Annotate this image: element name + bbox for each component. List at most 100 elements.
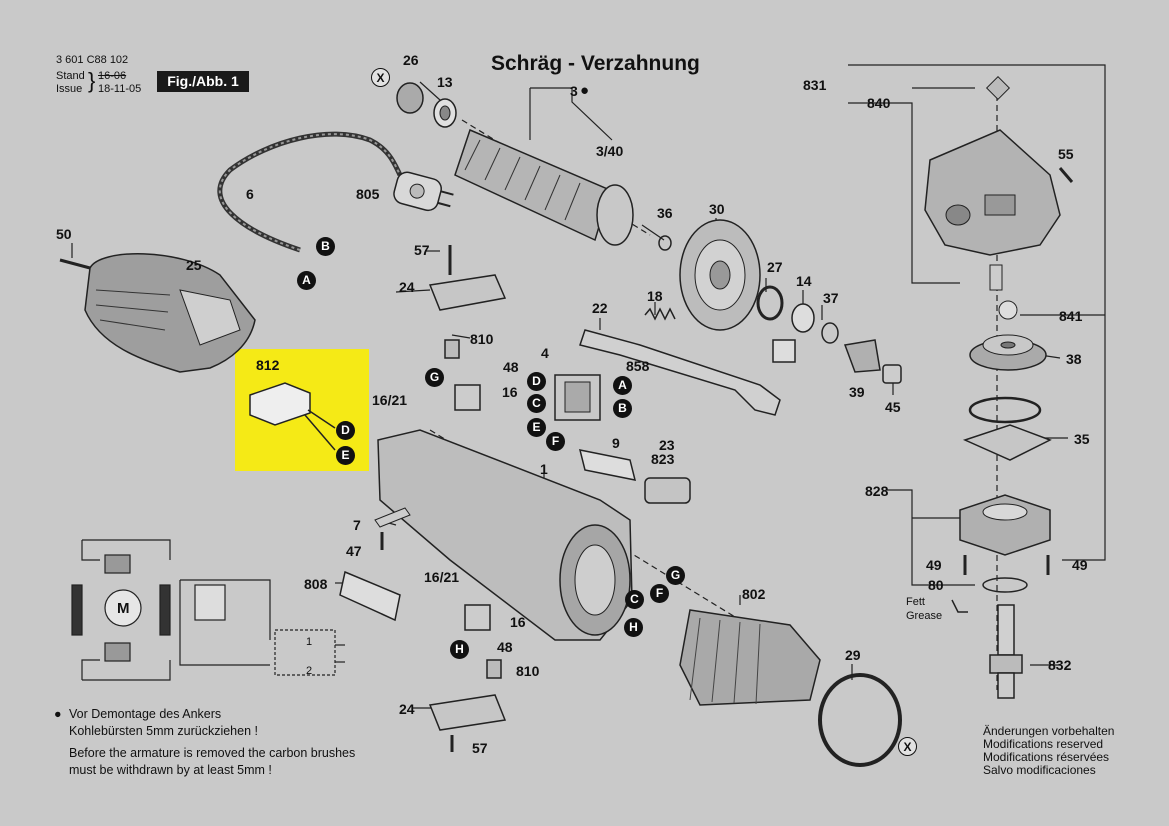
label-9: 9 (612, 435, 620, 451)
note-de-line2: Kohlebürsten 5mm zurückziehen ! (69, 724, 258, 738)
label-812: 812 (256, 357, 280, 373)
switch-block-4 (554, 374, 601, 421)
housing-25 (84, 253, 256, 373)
marker-c-stator: C (625, 590, 644, 609)
date-brace: } (88, 68, 96, 93)
grease-en: Grease (906, 610, 943, 622)
circuit-diagram (71, 539, 345, 681)
diagram-title: Schräg - Verzahnung (491, 52, 700, 75)
screw-50 (59, 258, 91, 270)
part-7 (374, 507, 411, 528)
bevel-gear-38 (969, 334, 1047, 371)
fig-label: Fig./Abb. 1 (157, 71, 249, 92)
label-840: 840 (867, 95, 891, 111)
air-guide-29 (818, 673, 902, 767)
label-823: 823 (651, 451, 675, 467)
gear-housing-1 (377, 429, 633, 641)
marker-b-switch: B (613, 399, 632, 418)
label-24-upper: 24 (399, 279, 415, 295)
label-39: 39 (849, 384, 865, 400)
marker-c-switch: C (527, 394, 546, 413)
label-16-21-upper: 16/21 (372, 392, 408, 408)
label-48-lower: 48 (497, 639, 513, 655)
label-18: 18 (647, 288, 663, 304)
brush-810-upper (444, 339, 460, 359)
label-27: 27 (767, 259, 783, 275)
label-23: 23 (659, 437, 675, 453)
nut-45 (882, 364, 902, 384)
mod-fr: Modifications réservées (983, 750, 1110, 764)
label-25: 25 (186, 257, 202, 273)
label-14: 14 (796, 273, 812, 289)
label-16-lower: 16 (510, 614, 526, 630)
circuit-label-2: 2 (306, 665, 313, 677)
label-828: 828 (865, 483, 889, 499)
washer-80 (982, 577, 1028, 593)
marker-f-switch: F (546, 432, 565, 451)
note-en-line2: must be withdrawn by at least 5mm ! (69, 763, 272, 777)
label-80: 80 (928, 577, 944, 593)
bracket-831 (848, 64, 1106, 561)
label-24-lower: 24 (399, 701, 415, 717)
marker-f-stator: F (650, 584, 669, 603)
label-29: 29 (845, 647, 861, 663)
pinion-39 (843, 339, 881, 373)
circuit-label-1: 1 (306, 636, 313, 648)
grease-de: Fett (906, 596, 925, 608)
brush-810-lower (486, 659, 502, 679)
label-48-upper: 48 (503, 359, 519, 375)
armature-3 (454, 128, 634, 246)
label-3: 3 (570, 83, 578, 99)
label-22: 22 (592, 300, 608, 316)
brush-cover-24-lower (428, 694, 507, 731)
label-831: 831 (803, 77, 827, 93)
label-38: 38 (1066, 351, 1082, 367)
marker-b-cable: B (316, 237, 335, 256)
plug-805 (393, 171, 454, 212)
marker-d-812: D (336, 421, 355, 440)
marker-a-cable: A (297, 271, 316, 290)
brush-holder-16-upper (454, 384, 481, 411)
marker-a-switch: A (613, 376, 632, 395)
part-823 (644, 477, 691, 504)
label-50: 50 (56, 226, 72, 242)
label-805: 805 (356, 186, 380, 202)
marker-x-bottom: X (898, 737, 917, 756)
stand-label: Stand (56, 70, 85, 82)
armature-note-dot: ● (580, 82, 590, 99)
brush-holder-16-lower (464, 604, 491, 631)
new-date: 18-11-05 (98, 83, 142, 95)
label-4: 4 (541, 345, 549, 361)
label-16-upper: 16 (502, 384, 518, 400)
part-812 (249, 382, 336, 451)
mod-de: Änderungen vorbehalten (983, 724, 1115, 738)
label-832: 832 (1048, 657, 1072, 673)
label-26: 26 (403, 52, 419, 68)
label-7: 7 (353, 517, 361, 533)
label-36: 36 (657, 205, 673, 221)
old-date: 16-06 (98, 70, 127, 82)
label-841: 841 (1059, 308, 1083, 324)
bearing-14 (791, 303, 815, 333)
mod-es: Salvo modificaciones (983, 763, 1096, 777)
label-858: 858 (626, 358, 650, 374)
label-13: 13 (437, 74, 453, 90)
label-30: 30 (709, 201, 725, 217)
label-802: 802 (742, 586, 766, 602)
lock-858-part (772, 339, 796, 363)
cover-808 (339, 570, 401, 622)
marker-g-stator: G (666, 566, 685, 585)
label-57-lower: 57 (472, 740, 488, 756)
fan-30 (679, 219, 761, 331)
part-9 (578, 449, 637, 481)
label-49-right: 49 (1072, 557, 1088, 573)
note-bullet: ● (54, 707, 62, 721)
marker-g-upper: G (425, 368, 444, 387)
motor-symbol: M (117, 600, 130, 617)
mod-en: Modifications reserved (983, 737, 1104, 751)
label-35: 35 (1074, 431, 1090, 447)
marker-d-switch: D (527, 372, 546, 391)
oring-35 (968, 396, 1042, 424)
